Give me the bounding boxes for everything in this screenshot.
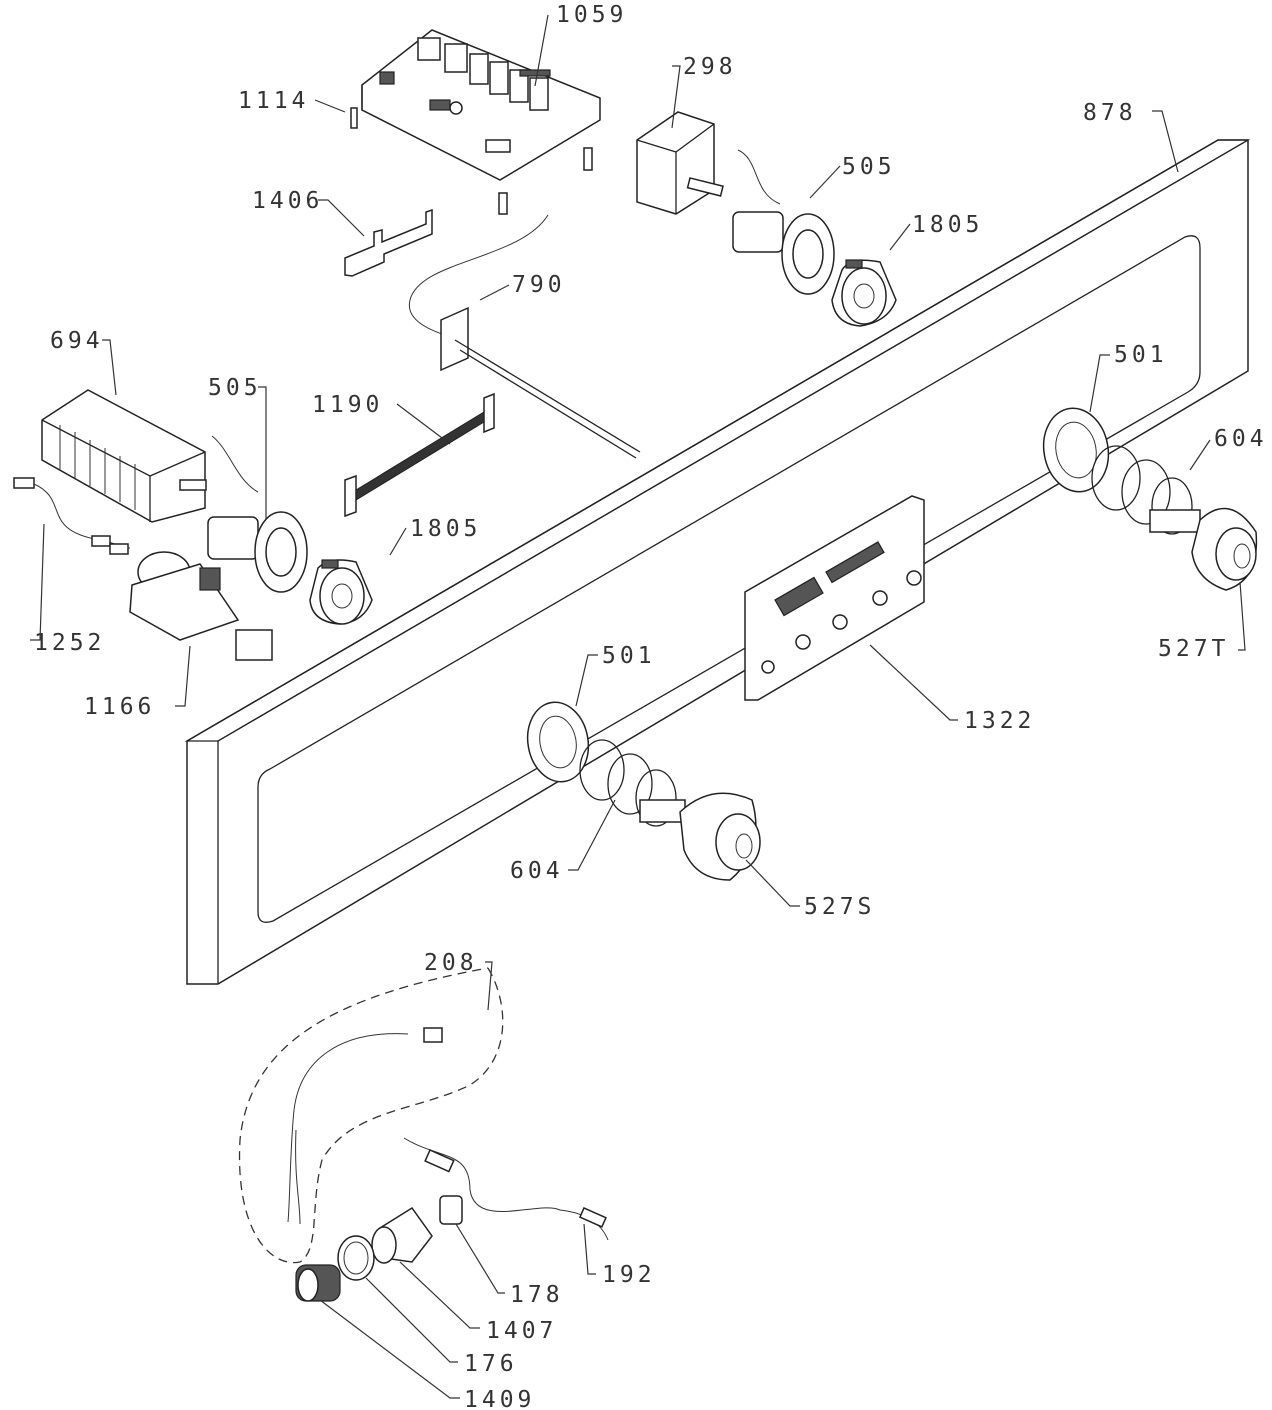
label-505-upper: 505 <box>842 154 896 180</box>
lamp-assembly <box>295 1137 609 1302</box>
label-208: 208 <box>424 950 478 976</box>
label-1409: 1409 <box>464 1387 535 1410</box>
label-1805-lower: 1805 <box>410 516 481 542</box>
knob-527T <box>1149 507 1258 591</box>
label-790: 790 <box>512 272 566 298</box>
label-1407: 1407 <box>486 1318 557 1344</box>
ring-501-left <box>526 701 590 783</box>
label-1406: 1406 <box>252 188 323 214</box>
label-192: 192 <box>602 1262 656 1288</box>
label-501-right: 501 <box>1114 342 1168 368</box>
lamp-harness <box>238 967 504 1264</box>
label-298: 298 <box>683 54 737 80</box>
switch-505-upper <box>732 149 835 295</box>
bracket <box>344 208 433 277</box>
label-604-left: 604 <box>510 858 564 884</box>
label-527S: 527S <box>804 894 875 920</box>
leader-lines <box>30 14 1246 1399</box>
timer-motor <box>636 111 724 215</box>
spring-604-left <box>579 739 677 827</box>
label-604-right: 604 <box>1214 426 1268 452</box>
label-694: 694 <box>50 328 104 354</box>
label-878: 878 <box>1083 100 1137 126</box>
label-1805-upper: 1805 <box>912 212 983 238</box>
selector-switch <box>41 389 259 523</box>
spring-604-right <box>1091 445 1193 535</box>
relay-block <box>129 551 273 661</box>
label-1114: 1114 <box>238 88 309 114</box>
label-505-lower: 505 <box>208 375 262 401</box>
sensor-probe <box>408 214 641 459</box>
label-176: 176 <box>464 1351 518 1377</box>
harness-1252 <box>13 477 131 555</box>
label-1059: 1059 <box>556 2 627 28</box>
label-1190: 1190 <box>312 392 383 418</box>
label-501-left: 501 <box>602 643 656 669</box>
label-1322: 1322 <box>964 708 1035 734</box>
label-1166: 1166 <box>84 694 155 720</box>
display-pcb <box>744 495 925 701</box>
part-labels: 1059 1114 298 878 505 1406 1805 790 694 … <box>34 2 1268 1410</box>
relay-pcb <box>350 29 601 215</box>
label-527T: 527T <box>1158 636 1229 662</box>
knob-527S <box>639 792 761 881</box>
switch-505-lower <box>207 511 308 593</box>
label-178: 178 <box>510 1282 564 1308</box>
control-panel <box>184 139 1251 985</box>
label-1252: 1252 <box>34 630 105 656</box>
adapter-1805-upper <box>831 259 897 327</box>
adapter-1805-lower <box>309 559 373 625</box>
